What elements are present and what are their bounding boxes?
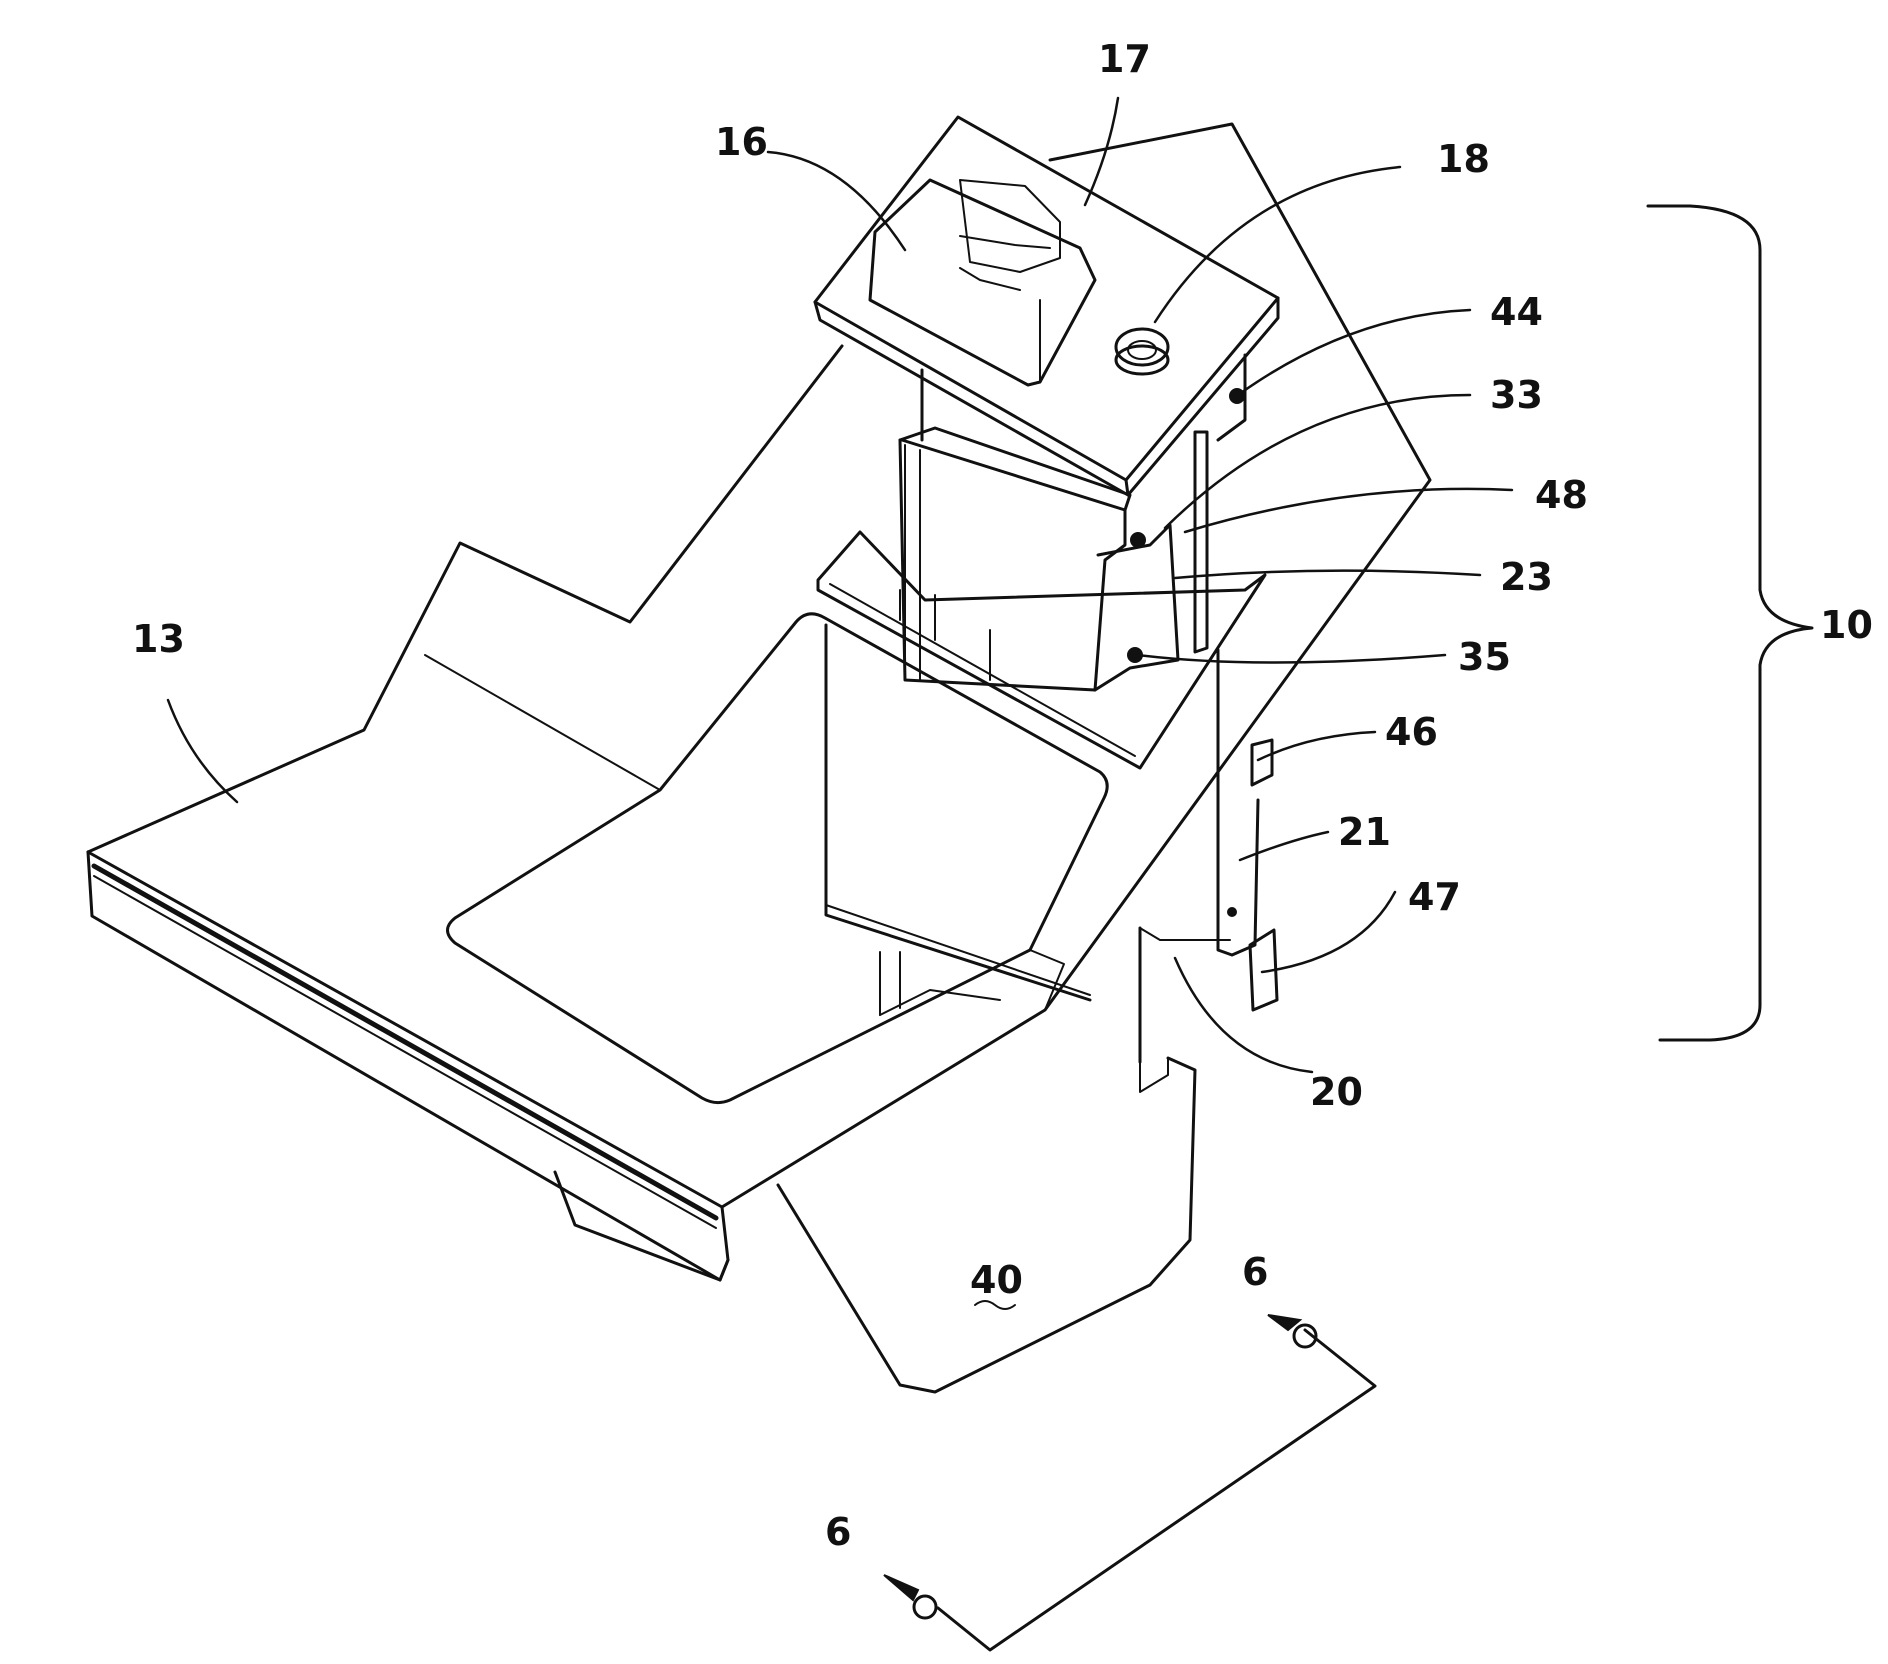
leaders: [168, 98, 1812, 1072]
numeral-33: 33: [1490, 373, 1543, 417]
numeral-48: 48: [1535, 473, 1588, 517]
numeral-35: 35: [1458, 635, 1511, 679]
numeral-17: 17: [1098, 37, 1151, 81]
numeral-40: 40: [970, 1258, 1023, 1302]
section-line-6-6: [884, 1301, 1375, 1650]
tray-body: [88, 124, 1430, 1280]
section-label-top: 6: [1242, 1250, 1268, 1294]
numeral-16: 16: [715, 120, 768, 164]
numeral-13: 13: [132, 617, 185, 661]
numeral-21: 21: [1338, 810, 1391, 854]
reference-numerals: 17 16 18 44 33 48 23 10 35 46 21 47 20 1…: [132, 37, 1873, 1554]
cartridge-block: [900, 428, 1277, 1010]
knob: [1116, 329, 1168, 374]
numeral-20: 20: [1310, 1070, 1363, 1114]
numeral-47: 47: [1408, 875, 1461, 919]
numeral-44: 44: [1490, 290, 1543, 334]
section-label-bottom: 6: [825, 1510, 851, 1554]
top-cover: [815, 117, 1278, 495]
numeral-10: 10: [1820, 603, 1873, 647]
lower-bin: [778, 928, 1195, 1392]
numeral-23: 23: [1500, 555, 1553, 599]
numeral-46: 46: [1385, 710, 1438, 754]
numeral-18: 18: [1437, 137, 1490, 181]
